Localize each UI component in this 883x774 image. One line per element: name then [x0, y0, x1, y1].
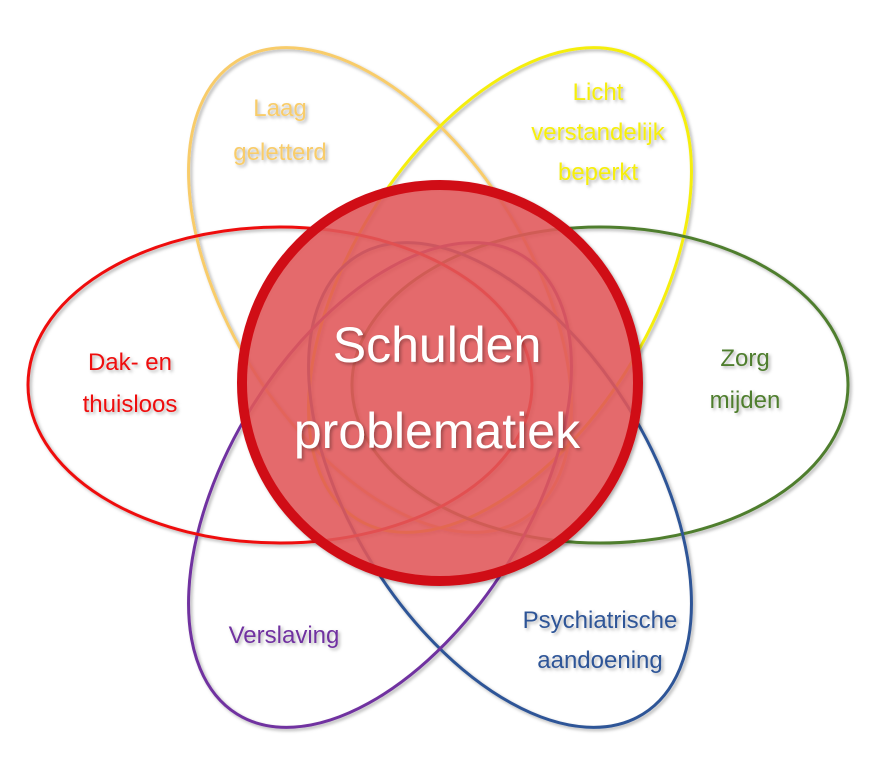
label-psychiatrische: aandoening: [537, 647, 662, 674]
label-laag-geletterd: geletterd: [233, 139, 326, 166]
label-zorg-mijden: Zorg: [720, 345, 769, 372]
label-licht-verstandelijk: verstandelijk: [531, 119, 665, 146]
label-zorg-mijden: mijden: [710, 387, 781, 414]
label-psychiatrische: Psychiatrische: [523, 607, 678, 634]
center-circle: [237, 180, 643, 586]
label-verslaving: Verslaving: [229, 622, 340, 649]
label-licht-verstandelijk: Licht: [573, 79, 624, 106]
label-laag-geletterd: Laag: [253, 95, 306, 122]
label-dak-thuisloos: thuisloos: [83, 391, 178, 418]
label-licht-verstandelijk: beperkt: [558, 159, 638, 186]
center-label-line1: Schulden: [333, 317, 542, 373]
label-dak-thuisloos: Dak- en: [88, 349, 172, 376]
center-label-line2: problematiek: [294, 403, 581, 459]
